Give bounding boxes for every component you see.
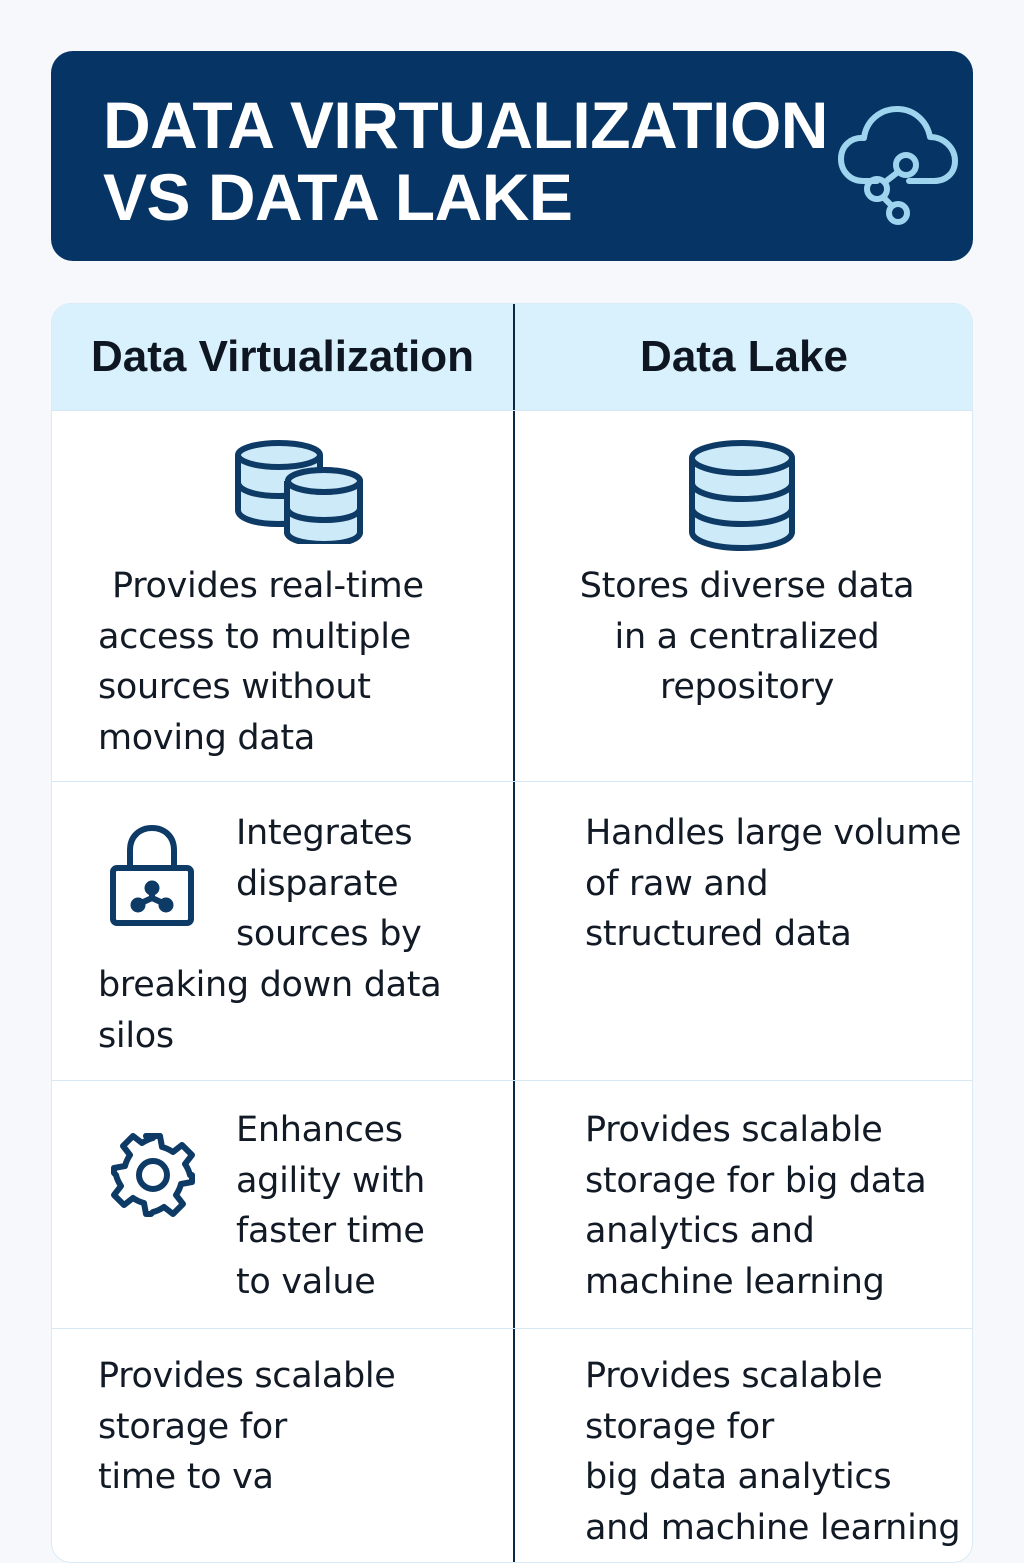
gear-icon bbox=[111, 1133, 195, 1217]
text-line: disparate bbox=[236, 863, 399, 904]
text-line: moving data bbox=[98, 717, 316, 758]
title-banner: DATA VIRTUALIZATION VS DATA LAKE bbox=[51, 51, 973, 261]
text-line: machine learning bbox=[585, 1261, 885, 1302]
cell-dv-row-1: Provides real-time access to multiple so… bbox=[98, 561, 498, 763]
cell-dl-row-4: Provides scalable storage for big data a… bbox=[585, 1351, 969, 1553]
text-line: Provides scalable bbox=[585, 1356, 883, 1396]
text-line: structured data bbox=[585, 914, 852, 954]
text-line: Integrates bbox=[236, 813, 413, 853]
comparison-table: Data Virtualization Data Lake Provides r… bbox=[51, 303, 973, 1563]
text-line: of raw and bbox=[585, 863, 769, 904]
text-line: sources without bbox=[98, 667, 371, 707]
text-line: storage for big data bbox=[585, 1160, 927, 1201]
text-line: Provides real-time bbox=[112, 566, 424, 606]
cell-dv-row-4: Provides scalable storage for time to va bbox=[98, 1351, 498, 1503]
text-line: Provides scalable bbox=[98, 1356, 396, 1396]
text-line: and machine learning bbox=[585, 1507, 961, 1548]
database-icon bbox=[689, 440, 795, 551]
column-title-data-virtualization: Data Virtualization bbox=[90, 332, 475, 381]
row-separator bbox=[52, 1080, 972, 1081]
page-title-line-2: VS DATA LAKE bbox=[103, 160, 573, 234]
text-line: Stores diverse data bbox=[579, 566, 915, 606]
text-line: storage for bbox=[585, 1406, 774, 1447]
text-line: agility with bbox=[236, 1160, 426, 1201]
text-line: to value bbox=[236, 1261, 376, 1302]
text-line: Provides scalable bbox=[585, 1110, 883, 1150]
text-line: Enhances bbox=[236, 1110, 403, 1150]
text-line: access to multiple bbox=[98, 616, 411, 657]
row-separator bbox=[52, 781, 972, 782]
cell-dv-row-2-continued: breaking down data silos bbox=[98, 960, 508, 1061]
text-line: time to va bbox=[98, 1457, 274, 1497]
column-title-data-lake: Data Lake bbox=[640, 332, 848, 381]
row-separator bbox=[52, 1328, 972, 1329]
cell-dv-row-3: Enhances agility with faster time to val… bbox=[236, 1105, 506, 1307]
table-header: Data Virtualization Data Lake bbox=[52, 304, 972, 410]
cell-dl-row-1: Stores diverse data in a centralized rep… bbox=[555, 561, 939, 713]
multiple-databases-icon bbox=[235, 440, 363, 544]
text-line: big data analytics bbox=[585, 1457, 892, 1497]
page-title-line-1: DATA VIRTUALIZATION bbox=[103, 88, 828, 162]
text-line: storage for bbox=[98, 1406, 287, 1447]
text-line: in a centralized bbox=[614, 616, 880, 657]
text-line: faster time bbox=[236, 1211, 425, 1251]
text-line: silos bbox=[98, 1015, 174, 1056]
text-line: breaking down data bbox=[98, 965, 442, 1005]
text-line: repository bbox=[660, 667, 834, 707]
page-title: DATA VIRTUALIZATION VS DATA LAKE bbox=[103, 89, 863, 233]
row-separator bbox=[52, 410, 972, 411]
column-divider bbox=[513, 304, 515, 1562]
lock-network-icon bbox=[110, 825, 194, 926]
cloud-network-icon bbox=[838, 106, 958, 225]
cell-dv-row-2: Integrates disparate sources by bbox=[236, 808, 506, 960]
text-line: sources by bbox=[236, 914, 422, 954]
text-line: Handles large volume bbox=[585, 813, 962, 853]
text-line: analytics and bbox=[585, 1211, 815, 1251]
cell-dl-row-2: Handles large volume of raw and structur… bbox=[585, 808, 969, 960]
cell-dl-row-3: Provides scalable storage for big data a… bbox=[585, 1105, 969, 1307]
